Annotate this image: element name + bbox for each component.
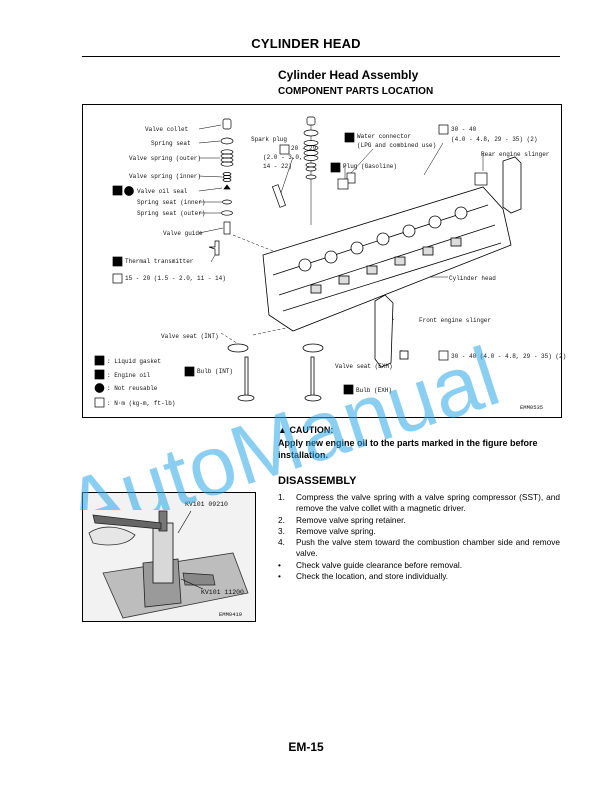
label-thermal-torque: 15 - 20 (1.5 - 2.0, 11 - 14) <box>125 275 226 282</box>
label-spark-torque-1: 20 - 29 <box>291 145 317 152</box>
cylinder-head-block <box>262 186 512 332</box>
step-number: 4. <box>278 537 285 548</box>
step-number: 1. <box>278 492 285 502</box>
label-rear-engine-slinger: Rear engine slinger <box>481 151 550 158</box>
label-valve-collet: Valve collet <box>145 126 189 133</box>
valve-spring-compressor-drawing <box>83 493 255 621</box>
step-text: Remove valve spring. <box>296 525 376 536</box>
step-text: Check the location, and store individual… <box>296 571 449 582</box>
section-subtitle: COMPONENT PARTS LOCATION <box>278 86 434 97</box>
label-valve-spring-outer: Valve spring (outer) <box>129 155 202 162</box>
legend-not-reusable: : Not reusable <box>107 385 158 392</box>
section-title: Cylinder Head Assembly <box>278 68 419 82</box>
label-spring-seat-outer: Spring seat (outer) <box>137 210 206 217</box>
step-text: Push the valve stem toward the combustio… <box>296 537 560 559</box>
label-bulb-int: Bulb (INT) <box>197 368 234 375</box>
label-spring-seat-inner: Spring seat (inner) <box>137 199 206 206</box>
figure-code: EMM0419 <box>219 611 243 618</box>
list-item: • Check the location, and store individua… <box>278 571 560 582</box>
list-item: 1. Compress the valve spring with a valve… <box>278 492 560 515</box>
torque-wrench-icon <box>279 144 290 155</box>
label-water-connector-note: (LPG and combined use) <box>357 142 437 149</box>
component-diagram: Valve collet Spring seat Valve spring (o… <box>82 104 566 418</box>
label-tool-kv10109210: KV101 09210 <box>185 501 228 508</box>
legend-liquid-gasket: : Liquid gasket <box>107 358 162 365</box>
disassembly-title: DISASSEMBLY <box>278 475 357 487</box>
label-valve-oil-seal: Valve oil seal <box>137 188 188 195</box>
label-plug-gasoline: Plug (Gasoline) <box>343 163 398 170</box>
caution-text: Apply new engine oil to the parts marked… <box>278 438 538 460</box>
oil-can-icon <box>112 185 123 196</box>
label-water-connector: Water connector <box>357 133 412 140</box>
label-tool-kv10111200: KV101 11200 <box>201 589 244 596</box>
step-text: Remove valve spring retainer. <box>296 514 406 525</box>
page-header-title: CYLINDER HEAD <box>251 36 361 51</box>
label-front-engine-slinger: Front engine slinger <box>419 317 492 324</box>
not-reusable-icon <box>124 186 134 196</box>
caution-title: ▲ CAUTION: <box>278 425 334 435</box>
pencil-icon <box>343 384 354 395</box>
pencil-icon <box>330 162 341 173</box>
component-diagram-drawing <box>94 116 522 408</box>
pencil-icon <box>344 132 355 143</box>
list-item: 3. Remove valve spring. <box>278 526 560 537</box>
torque-wrench-icon <box>438 350 449 361</box>
label-top-torque-1: 30 - 40 <box>451 126 477 133</box>
label-spark-torque-2: (2.0 - 3.0, <box>263 154 303 161</box>
header-rule <box>82 56 560 57</box>
step-number: 3. <box>278 525 285 536</box>
caution-block: ▲ CAUTION: Apply new engine oil to the p… <box>278 425 560 461</box>
valve-components-stack <box>208 118 234 256</box>
valve-spring-compressor-figure: KV101 09210 KV101 11200 EMM0419 <box>82 492 256 622</box>
torque-wrench-icon <box>438 124 449 135</box>
torque-wrench-icon <box>94 397 105 408</box>
label-bulb-exh: Bulb (EXH) <box>356 387 393 394</box>
pencil-icon <box>112 256 123 267</box>
label-thermal-transmitter: Thermal transmitter <box>125 258 194 265</box>
bullet: • <box>278 571 281 582</box>
figure-code: EMM0535 <box>520 404 544 411</box>
not-reusable-icon <box>94 383 105 393</box>
label-spark-torque-3: 14 - 22) <box>263 163 292 170</box>
bullet: • <box>278 559 281 570</box>
label-valve-seat-exh: Valve seat (EXH) <box>335 363 393 370</box>
disassembly-steps: 1. Compress the valve spring with a valve… <box>278 492 560 582</box>
label-spring-seat: Spring seat <box>151 140 191 147</box>
step-text: Compress the valve spring with a valve s… <box>296 492 560 514</box>
step-number: 2. <box>278 514 285 525</box>
label-spark-plug: Spark plug <box>251 136 288 143</box>
page-number: EM-15 <box>288 740 324 754</box>
list-item: 4. Push the valve stem toward the combust… <box>278 537 560 560</box>
torque-wrench-icon <box>112 273 123 284</box>
pencil-icon <box>94 355 105 366</box>
label-cylinder-head: Cylinder head <box>449 275 496 282</box>
list-item: • Check valve guide clearance before remo… <box>278 560 560 571</box>
legend-torque: : N·m (kg-m, ft-lb) <box>107 400 176 407</box>
oil-can-icon <box>94 369 105 380</box>
legend-engine-oil: : Engine oil <box>107 372 151 379</box>
list-item: 2. Remove valve spring retainer. <box>278 515 560 526</box>
label-valve-guide: Valve guide <box>163 230 203 237</box>
label-top-torque-2: (4.0 - 4.8, 29 - 35) (2) <box>451 136 538 143</box>
pencil-icon <box>184 366 195 377</box>
label-valve-spring-inner: Valve spring (inner) <box>129 173 202 180</box>
label-front-torque: 30 - 40 (4.0 - 4.8, 29 - 35) (2) <box>451 353 567 360</box>
step-text: Check valve guide clearance before remov… <box>296 559 463 570</box>
warning-icon: ▲ <box>278 425 287 435</box>
label-valve-seat-int: Valve seat (INT) <box>161 333 219 340</box>
